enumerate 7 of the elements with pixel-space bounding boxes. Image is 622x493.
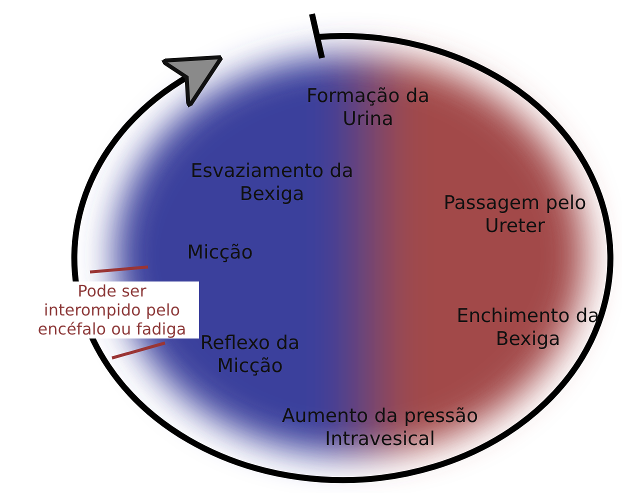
- stage-label: Esvaziamento da Bexiga: [190, 160, 354, 206]
- stage-label: Passagem pelo Ureter: [442, 192, 588, 238]
- stage-label: Reflexo da Micção: [199, 332, 301, 378]
- stage-label: Enchimento da Bexiga: [456, 305, 600, 351]
- stage-label: Formação da Urina: [306, 85, 430, 131]
- stage-label: Micção: [186, 242, 254, 264]
- stage-label: Aumento da pressão Intravesical: [280, 405, 480, 451]
